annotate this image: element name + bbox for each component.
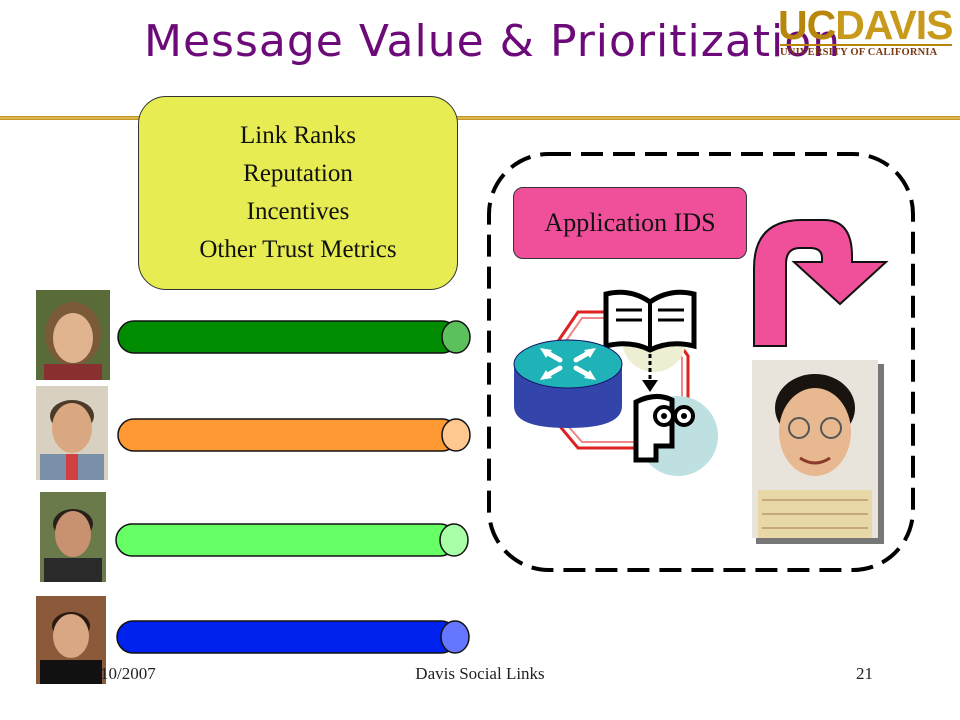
application-ids-label: Application IDS [544, 208, 716, 237]
metric-link-ranks: Link Ranks [240, 122, 356, 149]
header-divider [0, 116, 960, 120]
person-photo-1 [36, 290, 110, 380]
uc-davis-logo: UCDAVIS UNIVERSITY OF CALIFORNIA [778, 2, 954, 62]
footer-page-number: 21 [856, 664, 873, 683]
u-turn-arrow-icon [753, 219, 889, 347]
logo-davis: DAVIS [835, 2, 953, 48]
metric-reputation: Reputation [243, 160, 353, 187]
person-photo-2 [36, 386, 108, 480]
logo-uc: UC [778, 2, 836, 48]
person-photo-5 [752, 360, 884, 544]
link-pipes [115, 320, 471, 654]
book-icon [603, 289, 697, 392]
ids-clipart-group [513, 289, 718, 476]
footer-date: 10/2007 [100, 664, 156, 683]
router-icon [513, 339, 623, 428]
person-photo-3 [40, 492, 106, 582]
link-pipe-green-dark [117, 320, 471, 354]
person-photo-4 [36, 596, 106, 684]
footer-title: Davis Social Links [415, 664, 545, 683]
link-pipe-blue [116, 620, 470, 654]
application-ids-box: Application IDS [513, 187, 747, 259]
slide-title: Message Value & Prioritization [144, 16, 842, 67]
metric-other-trust: Other Trust Metrics [199, 236, 397, 263]
reader-icon [633, 394, 718, 476]
metric-incentives: Incentives [246, 198, 350, 225]
link-pipe-green-light [115, 523, 469, 557]
link-pipe-orange [117, 418, 471, 452]
ids-region-outline [487, 152, 915, 572]
trust-metrics-box: Link Ranks Reputation Incentives Other T… [138, 96, 458, 290]
logo-subtitle: UNIVERSITY OF CALIFORNIA [780, 44, 952, 58]
